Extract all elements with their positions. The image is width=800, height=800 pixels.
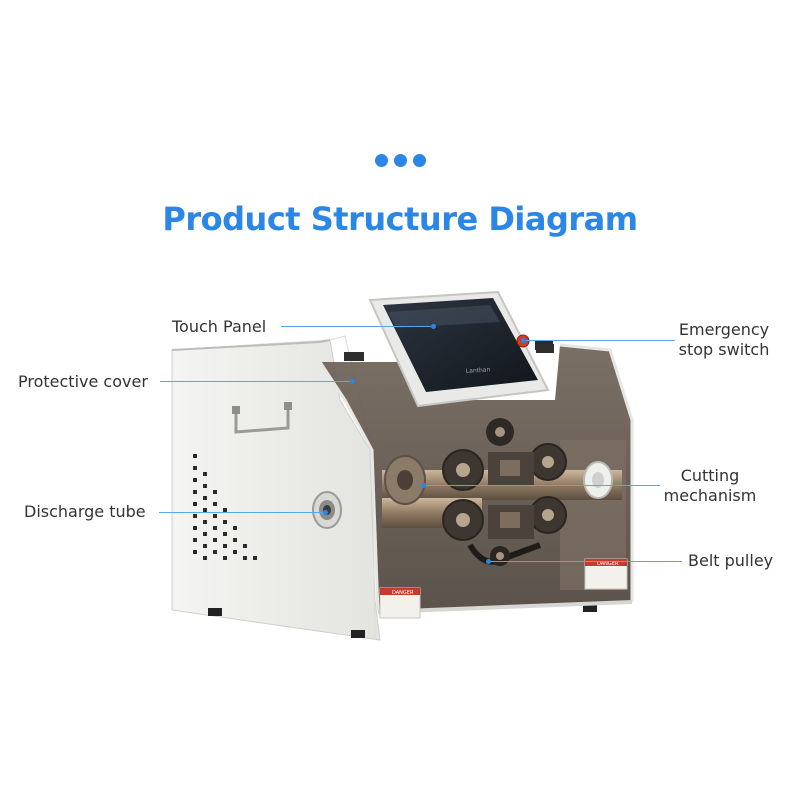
callout-protective-cover: Protective cover [18,372,148,391]
leader-endpoint [486,559,491,564]
leader-endpoint [421,483,426,488]
leader-discharge-tube [159,512,325,513]
screen-brand-text: Lanthan [466,366,491,375]
callout-touch-panel: Touch Panel [172,317,267,336]
dot-icon [393,154,407,167]
page-title: Product Structure Diagram [162,200,638,238]
leader-endpoint [431,324,436,329]
handle [232,402,292,434]
leader-endpoint [350,379,355,384]
vent-grille [193,454,257,560]
leader-touch-panel [281,326,433,327]
touch-panel-unit: Lanthan [368,290,550,408]
cover-hinges [344,344,554,361]
callout-discharge-tube: Discharge tube [24,502,146,521]
cutting-rollers [382,418,622,541]
leader-endpoint [521,338,526,343]
callout-line: mechanism [663,486,757,505]
warning-label-left: DANGER [392,590,414,596]
callout-belt-pulley: Belt pulley [688,551,774,570]
leader-protective-cover [160,381,352,382]
dot-icon [374,154,388,167]
decorative-dots [0,154,800,167]
leader-endpoint [323,510,328,515]
leader-cutting-mechanism [423,485,660,486]
machine-body [171,335,597,641]
callout-line: stop switch [678,340,770,359]
callout-cutting-mechanism: Cutting mechanism [660,466,760,506]
warning-label-right: DANGER [597,561,619,567]
leader-emergency-stop [523,340,675,341]
callout-line: Cutting [680,466,740,485]
callout-emergency-stop-switch: Emergency stop switch [674,320,774,360]
dot-icon [412,154,426,167]
warning-stickers: DANGER DANGER [379,558,628,619]
callout-line: Emergency [678,320,770,339]
leader-belt-pulley [488,561,682,562]
